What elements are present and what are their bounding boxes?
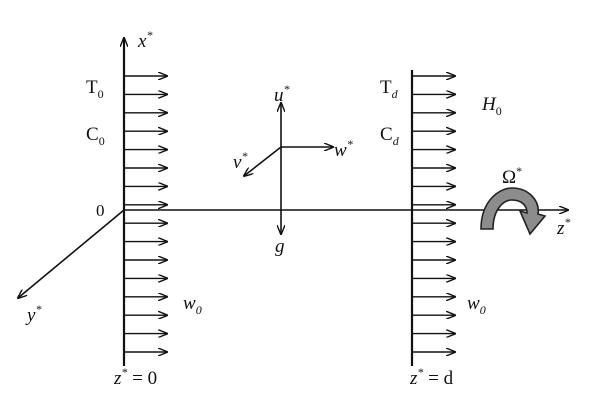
- w0-right-label: w0: [467, 293, 486, 317]
- t0-label: T0: [86, 77, 104, 101]
- u-label: u*: [274, 82, 290, 106]
- rotation-arrow-icon: [480, 187, 547, 236]
- td-label: Td: [380, 77, 399, 101]
- origin-label: 0: [96, 201, 105, 220]
- right-wall-position-label: z* = d: [409, 365, 454, 389]
- cd-label: Cd: [380, 124, 400, 148]
- v-vector-arrow: [244, 146, 282, 176]
- y-axis: [18, 209, 125, 298]
- z-axis-label: z*: [556, 215, 570, 239]
- x-axis-label: x*: [137, 28, 152, 52]
- h0-label: H0: [481, 94, 502, 118]
- g-label: g: [275, 236, 285, 257]
- w-label: w*: [334, 137, 353, 161]
- c0-label: C0: [86, 124, 105, 148]
- left-wall-flow-arrows: [125, 76, 167, 352]
- y-axis-label: y*: [25, 302, 41, 326]
- omega-label: Ω*: [502, 164, 522, 188]
- w0-left-label: w0: [183, 293, 202, 317]
- v-label: v*: [233, 149, 247, 173]
- right-wall-flow-arrows: [413, 76, 455, 352]
- left-wall-position-label: z* = 0: [113, 365, 157, 389]
